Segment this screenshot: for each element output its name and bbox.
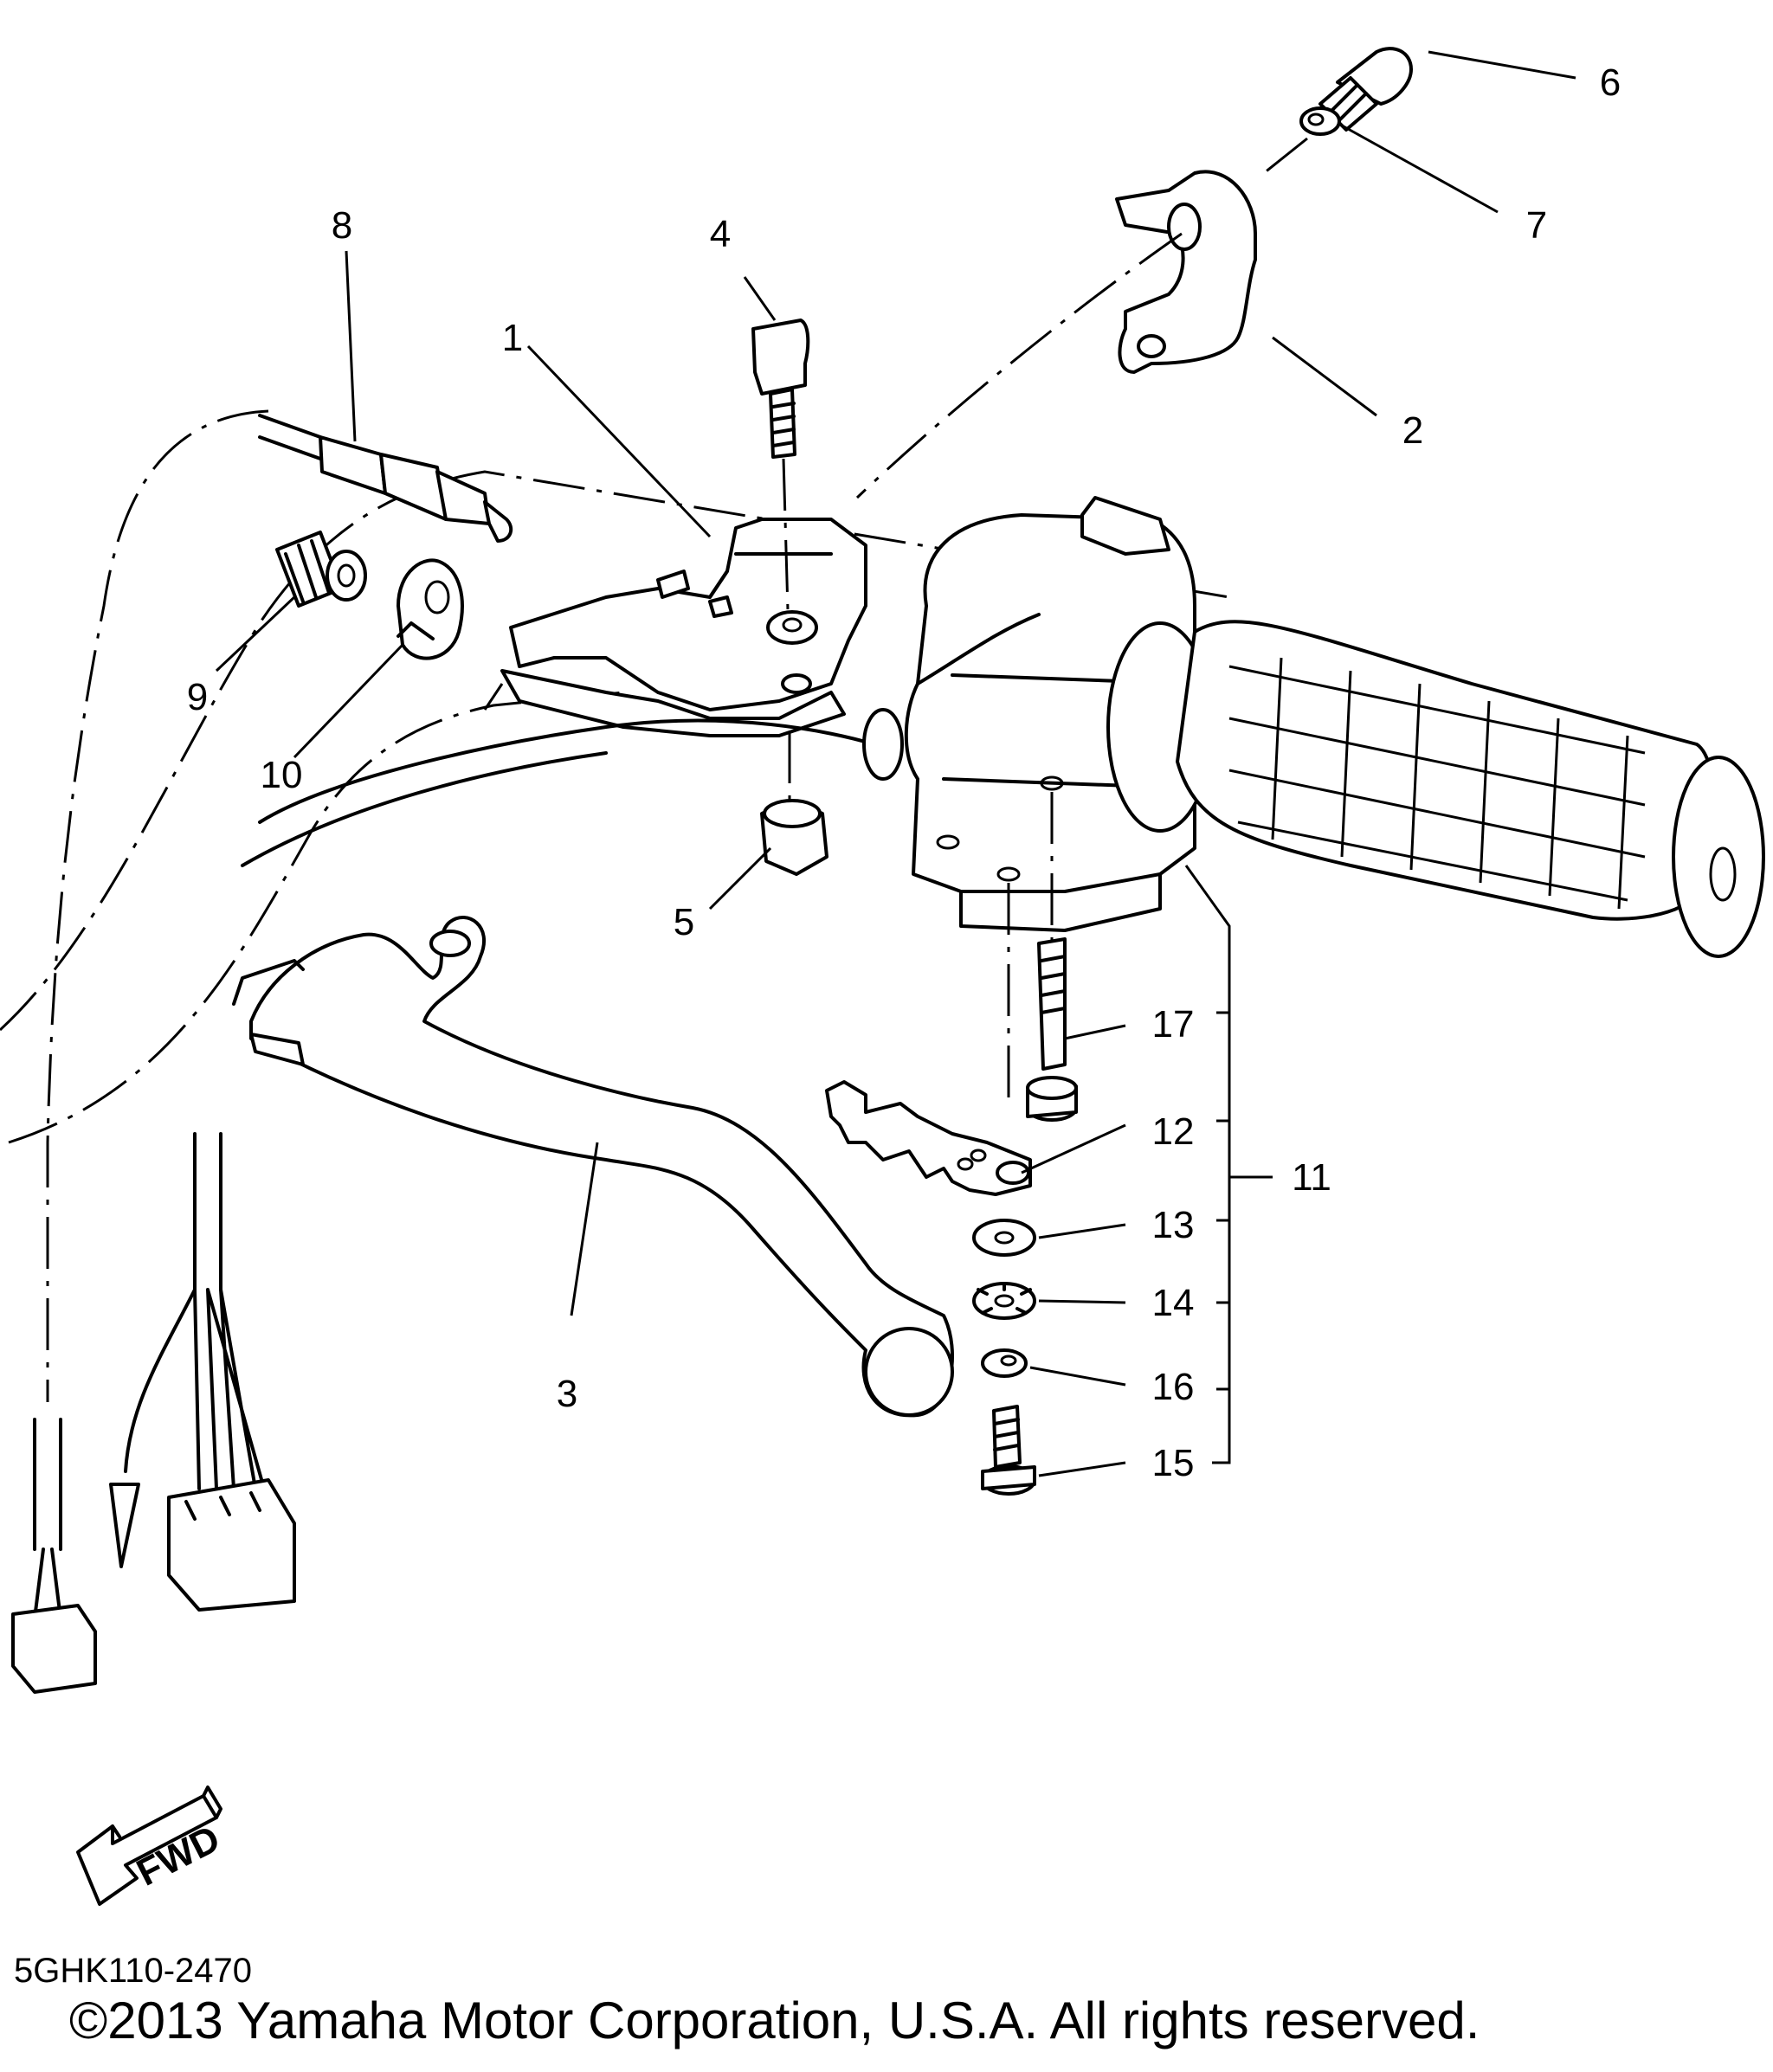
part-5-nut: [760, 731, 828, 876]
callout-numbers: 1 2 3 4 5 6 7 8 9 10 11 12 13 14 15 16 1…: [187, 61, 1621, 1484]
part-code: 5GHK110-2470: [14, 1952, 252, 1990]
part-4-pivot-bolt: [751, 319, 810, 611]
callout-5: 5: [674, 901, 694, 943]
callout-4: 4: [710, 213, 731, 255]
part-3-lever: [232, 718, 954, 1418]
callout-8: 8: [332, 204, 352, 247]
callout-11: 11: [1292, 1156, 1331, 1199]
handlebar-grip: [1106, 620, 1765, 958]
callout-17: 17: [1152, 1003, 1195, 1046]
part-6-screw: [1318, 47, 1413, 132]
part-14-lockwasher: [972, 1282, 1036, 1320]
callout-10: 10: [261, 754, 303, 796]
part-2-clamp: [855, 170, 1257, 499]
handlebar-phantom-line-lower: [8, 691, 624, 1144]
callout-3: 3: [557, 1373, 577, 1415]
harness-phantom-line: [46, 409, 269, 1402]
part-1-lever-holder: [500, 518, 867, 737]
callout-16: 16: [1152, 1366, 1195, 1408]
fwd-arrow-icon: FWD: [76, 1786, 227, 1906]
part-10-locknut: [397, 558, 464, 660]
part-12-bracket: [825, 1080, 1032, 1196]
callout-12: 12: [1152, 1110, 1195, 1153]
callout-2: 2: [1402, 409, 1423, 452]
callout-6: 6: [1600, 61, 1621, 104]
part-7-washer: [1263, 106, 1341, 175]
part-16-spring-washer: [981, 1348, 1028, 1378]
callout-13: 13: [1152, 1204, 1195, 1246]
part-8-cable: [258, 414, 513, 543]
callout-9: 9: [187, 676, 208, 718]
wire-harness: [11, 1132, 296, 1694]
callout-7: 7: [1526, 204, 1547, 247]
grip-pattern: [1228, 657, 1646, 910]
callout-15: 15: [1152, 1442, 1195, 1484]
callout-1: 1: [502, 317, 523, 359]
callout-leaders: [215, 50, 1576, 1477]
copyright-notice: ©2013 Yamaha Motor Corporation, U.S.A. A…: [69, 1992, 1480, 2049]
part-17-bolt: [1026, 937, 1078, 1122]
part-13-washer: [972, 1219, 1036, 1257]
part-15-screw: [981, 1405, 1036, 1496]
part-9-adjuster: [275, 531, 367, 608]
callout-14: 14: [1152, 1282, 1195, 1324]
